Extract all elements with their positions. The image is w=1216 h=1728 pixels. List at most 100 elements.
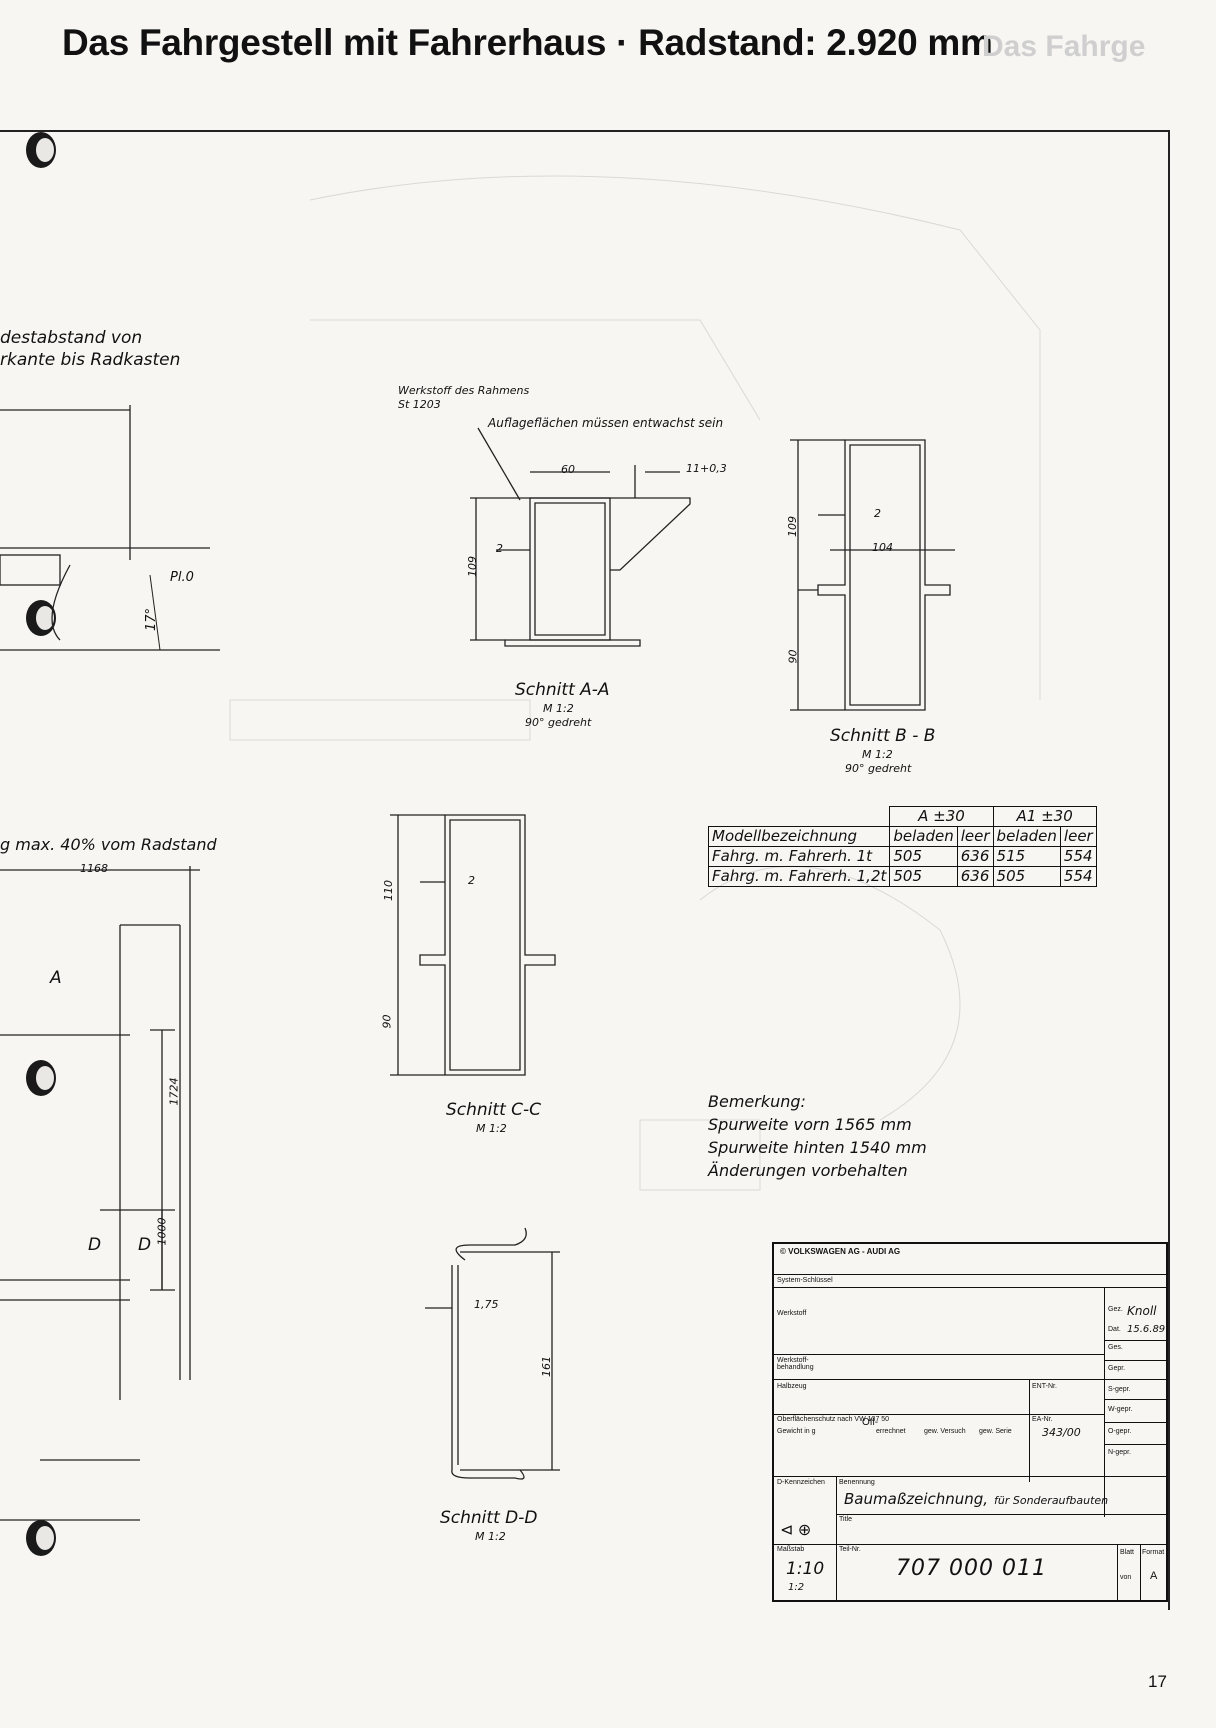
bb-scale: M 1:2 [862,748,893,761]
tb-divider [836,1514,1166,1515]
remarks-title: Bemerkung: [708,1092,806,1111]
tb-scale2: 1:2 [788,1582,805,1593]
tb-d-kenn: D-Kennzeichen [777,1479,825,1486]
bb-dim-104: 104 [872,541,893,554]
tb-oberfl: Oberflächenschutz nach VW 137 50 [777,1416,890,1423]
aa-dim-60: 60 [561,463,575,476]
tb-benennung-sub: für Sonderaufbauten [994,1494,1109,1507]
dimension-table: A ±30 A1 ±30 Modellbezeichnung beladen l… [707,806,1097,887]
tb-massstab: Maßstab [777,1546,805,1553]
angle-label: 17° [144,607,160,632]
cc-scale: M 1:2 [476,1122,507,1135]
left-note-radstand: g max. 40% vom Radstand [0,835,217,854]
tb-von: von [1120,1574,1132,1581]
tb-divider [774,1274,1166,1275]
tb-divider [774,1414,1104,1415]
row-1-v3: 554 [1059,866,1097,887]
dim-1168: 1168 [80,862,108,875]
tb-errechnet: errechnet [876,1428,906,1435]
tb-divider [1104,1444,1166,1445]
tb-scale1: 1:10 [786,1559,825,1579]
tb-o-gepr: O-gepr. [1108,1428,1132,1435]
row-0-name: Fahrg. m. Fahrerh. 1t [707,846,891,867]
material-label: Werkstoff des Rahmens [398,384,530,397]
tb-ea-nr: EA-Nr. [1032,1416,1053,1423]
row-1-name: Fahrg. m. Fahrerh. 1,2t [707,866,891,887]
cc-dim-110: 110 [382,880,395,901]
left-note-line2: rkante bis Radkasten [0,350,181,370]
binder-hole-bottom [26,1520,56,1556]
bb-dim-2: 2 [874,507,881,520]
tb-divider [1117,1544,1118,1600]
tb-gez-value: Knoll [1127,1304,1157,1318]
binder-hole-mid [26,600,56,636]
dd-title: Schnitt D-D [440,1508,538,1528]
row-1-v2: 505 [992,866,1061,887]
dd-dim-161: 161 [540,1356,553,1377]
tb-format: Format [1142,1549,1165,1556]
cc-dim-90: 90 [380,1014,394,1029]
table-corner [708,806,890,827]
table-sub-1: leer [956,826,994,847]
aa-dim-109: 109 [466,556,479,577]
aa-dim-11: 11+0,3 [686,462,727,475]
tb-divider [1140,1544,1141,1600]
tb-divider [774,1354,1104,1355]
tb-blatt: Blatt [1120,1549,1135,1556]
tb-divider [774,1544,1166,1545]
row-1-v1: 636 [956,866,994,887]
pl-label: Pl.0 [170,570,194,585]
aa-title: Schnitt A-A [515,680,610,700]
tb-gew-versuch: gew. Versuch [924,1428,966,1435]
tb-s-gepr: S-gepr. [1108,1386,1131,1393]
material-value: St 1203 [398,398,441,411]
tb-divider [836,1476,837,1600]
cc-title: Schnitt C-C [446,1100,542,1120]
projection-symbol-icon: ⊲ ⊕ [780,1522,812,1539]
bb-rotation: 90° gedreht [845,762,912,775]
table-head-a1: A1 ±30 [992,806,1097,827]
tb-benennung-value: Baumaßzeichnung, [844,1490,989,1508]
section-marker-d2: D [138,1235,152,1255]
tb-gepr: Gepr. [1108,1365,1126,1372]
tb-werkstoff: Werkstoff [777,1310,807,1317]
tb-divider [1104,1287,1105,1517]
cc-dim-2: 2 [468,874,475,887]
aa-rotation: 90° gedreht [525,716,592,729]
tb-system-key: System-Schlüssel [777,1277,833,1284]
tb-halbzeug: Halbzeug [777,1383,807,1390]
tb-n-gepr: N-gepr. [1108,1449,1131,1456]
bb-title: Schnitt B - B [830,726,936,746]
left-note-line1: destabstand von [0,328,143,348]
page-number: 17 [1148,1672,1167,1691]
tb-gez: Gez. [1108,1306,1123,1313]
page-title: Das Fahrgestell mit Fahrerhaus · Radstan… [62,22,993,63]
tb-oberfl-value: Ofl- [862,1417,879,1428]
surface-note: Auflageflächen müssen entwachst sein [488,416,724,430]
dim-1724: 1724 [167,1077,181,1106]
tb-divider [1104,1340,1166,1341]
remarks-line-1: Spurweite hinten 1540 mm [708,1138,927,1157]
table-row: Fahrg. m. Fahrerh. 1t 505 636 515 554 [707,846,1097,867]
table-head-model: Modellbezeichnung [707,826,891,847]
row-1-v0: 505 [889,866,958,887]
tb-divider [774,1476,1166,1477]
tb-divider [774,1379,1166,1380]
row-0-v3: 554 [1059,846,1097,867]
remarks-line-2: Änderungen vorbehalten [708,1161,908,1180]
table-sub-3: leer [1059,826,1097,847]
table-sub-2: beladen [992,826,1061,847]
ghost-title-bleed: Das Fahrge [982,30,1146,63]
binder-hole-top [26,132,56,168]
drawing-frame [0,130,1170,1610]
table-head-a: A ±30 [889,806,994,827]
tb-teil-value: 707 000 011 [896,1556,1047,1581]
tb-divider [1104,1422,1166,1423]
dd-dim-175: 1,75 [474,1298,499,1311]
tb-gew-serie: gew. Serie [979,1428,1012,1435]
tb-ea-value: 343/00 [1042,1426,1081,1439]
tb-dat-value: 15.6.89 [1127,1324,1166,1335]
tb-divider [1029,1379,1030,1482]
aa-scale: M 1:2 [543,702,574,715]
table-row: Fahrg. m. Fahrerh. 1,2t 505 636 505 554 [707,866,1097,887]
